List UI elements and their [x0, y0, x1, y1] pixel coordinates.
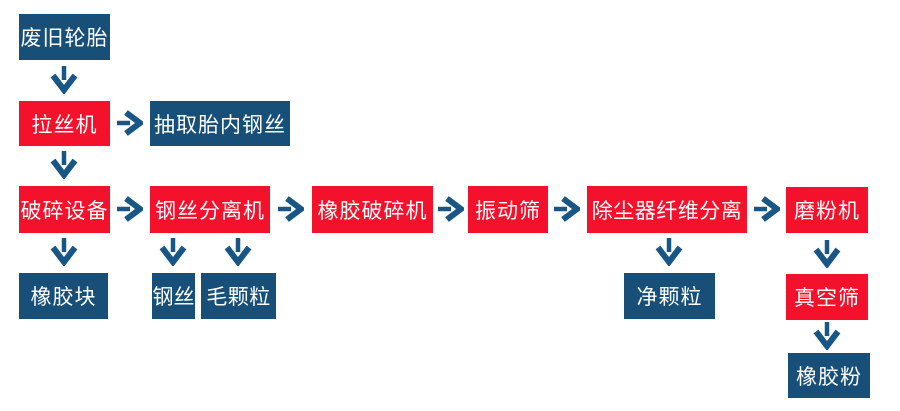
node-vibrating-screen: 振动筛: [468, 186, 548, 233]
arrow-right-icon: [438, 196, 464, 222]
arrow-down-icon: [159, 238, 187, 266]
arrow-down-icon: [50, 66, 78, 94]
node-rubber-powder: 橡胶粉: [788, 353, 870, 398]
node-steel-wire: 钢丝: [152, 273, 195, 319]
node-vacuum-screen: 真空筛: [786, 274, 868, 320]
arrow-right-icon: [117, 196, 143, 222]
node-steel-wire-separator: 钢丝分离机: [150, 186, 270, 233]
node-rubber-blocks: 橡胶块: [19, 273, 108, 319]
node-dust-collector-fiber-separation: 除尘器纤维分离: [587, 186, 747, 233]
node-waste-tires: 废旧轮胎: [19, 14, 110, 60]
arrow-right-icon: [117, 110, 143, 136]
arrow-right-icon: [278, 196, 304, 222]
arrow-down-icon: [224, 238, 252, 266]
arrow-down-icon: [50, 151, 78, 179]
node-grinding-machine: 磨粉机: [786, 187, 868, 233]
arrow-down-icon: [50, 238, 78, 266]
arrow-down-icon: [813, 240, 841, 268]
arrow-right-icon: [554, 196, 580, 222]
node-clean-granules: 净颗粒: [624, 273, 715, 319]
node-crushing-equipment: 破碎设备: [19, 186, 110, 233]
arrow-down-icon: [813, 322, 841, 350]
node-wire-drawing-machine: 拉丝机: [19, 101, 110, 146]
arrow-down-icon: [655, 238, 683, 266]
node-fuzzy-granules: 毛颗粒: [201, 273, 276, 319]
node-rubber-crusher: 橡胶破碎机: [312, 186, 433, 233]
arrow-right-icon: [754, 196, 780, 222]
node-extract-inner-steel-wire: 抽取胎内钢丝: [150, 101, 290, 146]
